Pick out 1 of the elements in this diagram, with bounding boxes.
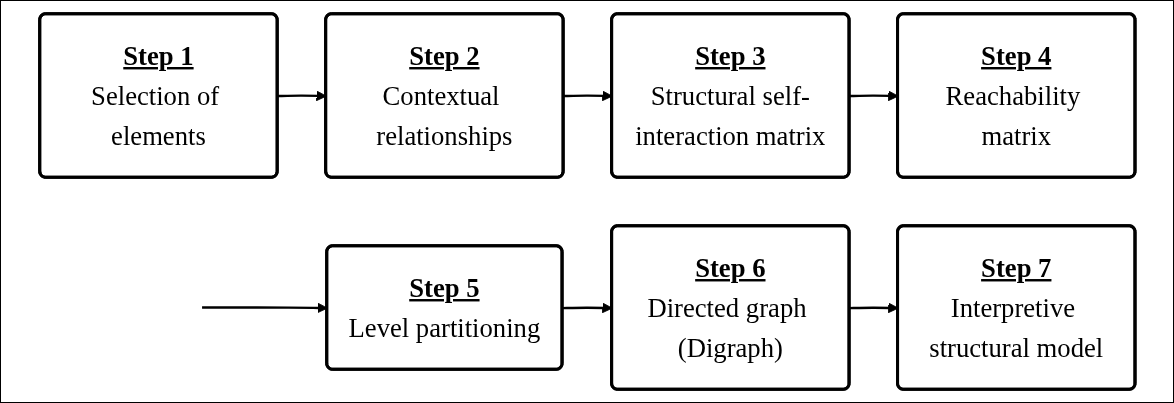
flowchart: Step 1 Selection of elements Step 2 Contextual relationships Step 3 Structural self-interaction matrix Step 4 Reachability matrix Step 5 Level partitioning Step 6 Directed graph (Digraph) Step 7 Interpretive structural model (29, 4, 1145, 399)
